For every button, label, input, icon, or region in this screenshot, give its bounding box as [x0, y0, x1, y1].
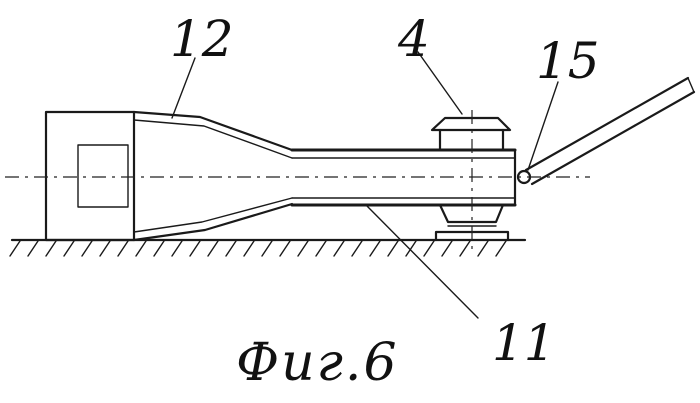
ground-hatch-mark	[46, 241, 56, 256]
ref-label-12: 12	[170, 10, 234, 68]
ground-hatch-mark	[100, 241, 110, 256]
ground-hatch-mark	[136, 241, 146, 256]
ref-label-11: 11	[492, 314, 556, 372]
ground-hatch-mark	[28, 241, 38, 256]
ground-hatch-mark	[316, 241, 326, 256]
ground-hatch-mark	[244, 241, 254, 256]
ground-hatch-mark	[496, 241, 506, 256]
ground-hatch-mark	[388, 241, 398, 256]
ground-hatch-mark	[370, 241, 380, 256]
ground-hatch-mark	[442, 241, 452, 256]
ref-label-15: 15	[536, 32, 600, 90]
figure-caption: Фиг.6	[236, 333, 399, 393]
rear-housing	[46, 112, 134, 240]
ground-hatch-mark	[262, 241, 272, 256]
ground-hatch-mark	[352, 241, 362, 256]
ground-hatch-mark	[424, 241, 434, 256]
ground-hatch-mark	[10, 241, 20, 256]
ground-hatch-mark	[280, 241, 290, 256]
ground	[10, 240, 525, 256]
ground-hatch-mark	[208, 241, 218, 256]
ground-hatch-mark	[334, 241, 344, 256]
ground-hatch-mark	[154, 241, 164, 256]
ground-hatch-mark	[172, 241, 182, 256]
tapered-body-12	[134, 112, 292, 240]
ground-hatch-mark	[64, 241, 74, 256]
leader-lines	[172, 52, 558, 318]
ground-hatch-mark	[118, 241, 128, 256]
ground-hatch-mark	[82, 241, 92, 256]
ref-label-4: 4	[397, 10, 430, 68]
ground-hatch-mark	[298, 241, 308, 256]
ground-hatch-mark	[478, 241, 488, 256]
ground-hatch-mark	[226, 241, 236, 256]
ground-hatch-mark	[460, 241, 470, 256]
ground-hatch-mark	[190, 241, 200, 256]
roller-4	[432, 118, 510, 240]
handle	[526, 78, 694, 184]
